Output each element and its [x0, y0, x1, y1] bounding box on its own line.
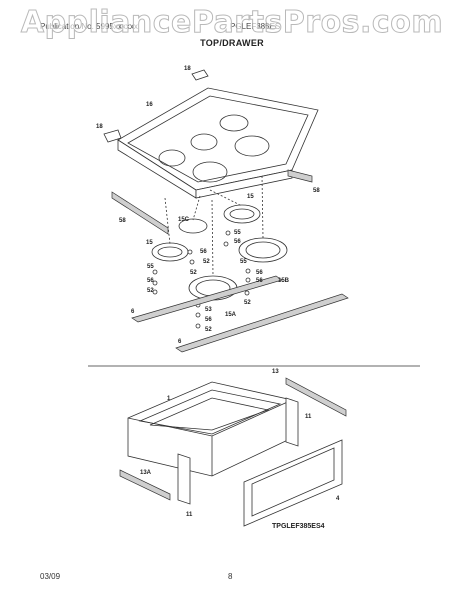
callout: 55: [234, 230, 241, 236]
callout: 55: [240, 259, 247, 265]
callout: 16: [146, 102, 153, 108]
callout: 18: [96, 124, 103, 130]
burner-element: [234, 135, 270, 157]
callout: 13A: [140, 470, 152, 476]
callout: 15: [247, 194, 254, 200]
publication-number: Publication No. 5995xxxxxx: [40, 22, 138, 31]
drawer-slide-rail: [285, 377, 347, 417]
burner-element: [192, 161, 228, 183]
burner-element: [190, 133, 218, 151]
surface-element: [151, 242, 189, 262]
trim-strip: [287, 169, 313, 183]
callout: 18: [184, 66, 191, 72]
callout: 56: [147, 278, 154, 284]
hinge-bracket: [103, 129, 122, 143]
drawer-side-bracket: [285, 397, 299, 447]
callout: 56: [256, 270, 263, 276]
callout: 58: [313, 188, 320, 194]
callout: 15C: [178, 217, 190, 223]
callout: 52: [205, 327, 212, 333]
trim-strip: [111, 191, 169, 235]
callout: 6: [178, 339, 182, 345]
callout: 56: [200, 249, 207, 255]
drawer-front-panel: [243, 439, 343, 527]
callout: 58: [119, 218, 126, 224]
burner-element: [219, 114, 249, 132]
drawer-body: [127, 381, 293, 477]
callout: 56: [256, 278, 263, 284]
footer-date: 03/09: [40, 572, 61, 581]
burner-element: [158, 149, 186, 167]
page-title: TOP/DRAWER: [200, 38, 264, 48]
callout: 55: [147, 264, 154, 270]
diagram-code: TPGLEF385ES4: [272, 523, 325, 530]
callout: 6: [131, 309, 135, 315]
callout: 56: [234, 239, 241, 245]
hinge-bracket: [191, 69, 209, 81]
callout: 4: [336, 496, 340, 502]
callout: 52: [244, 300, 251, 306]
callout: 1: [167, 396, 171, 402]
callout: 56: [205, 317, 212, 323]
callout: 15A: [225, 312, 237, 318]
cooktop-assembly: [103, 69, 349, 353]
callout: 15B: [278, 278, 290, 284]
watermark-logo: AppliancePartsPros.com: [20, 5, 444, 41]
drawer-side-bracket: [177, 453, 191, 505]
callout: 53: [205, 307, 212, 313]
model-number: PGLEF385ES: [230, 22, 281, 31]
surface-element: [223, 204, 261, 224]
callout: 15: [146, 240, 153, 246]
callout-labels: 18 16 18 58 15 58 15C 55 56 15 56 52 52 …: [96, 66, 340, 518]
page-number: 8: [228, 572, 233, 581]
callout: 11: [305, 414, 312, 420]
drawer-assembly: [119, 377, 347, 527]
drawer-slide-rail: [119, 469, 171, 501]
callout: 13: [272, 369, 279, 375]
support-rail: [131, 275, 283, 323]
callout: 11: [186, 512, 193, 518]
callout: 52: [190, 270, 197, 276]
callout: 52: [147, 288, 154, 294]
support-rail: [175, 293, 349, 353]
callout: 52: [203, 259, 210, 265]
